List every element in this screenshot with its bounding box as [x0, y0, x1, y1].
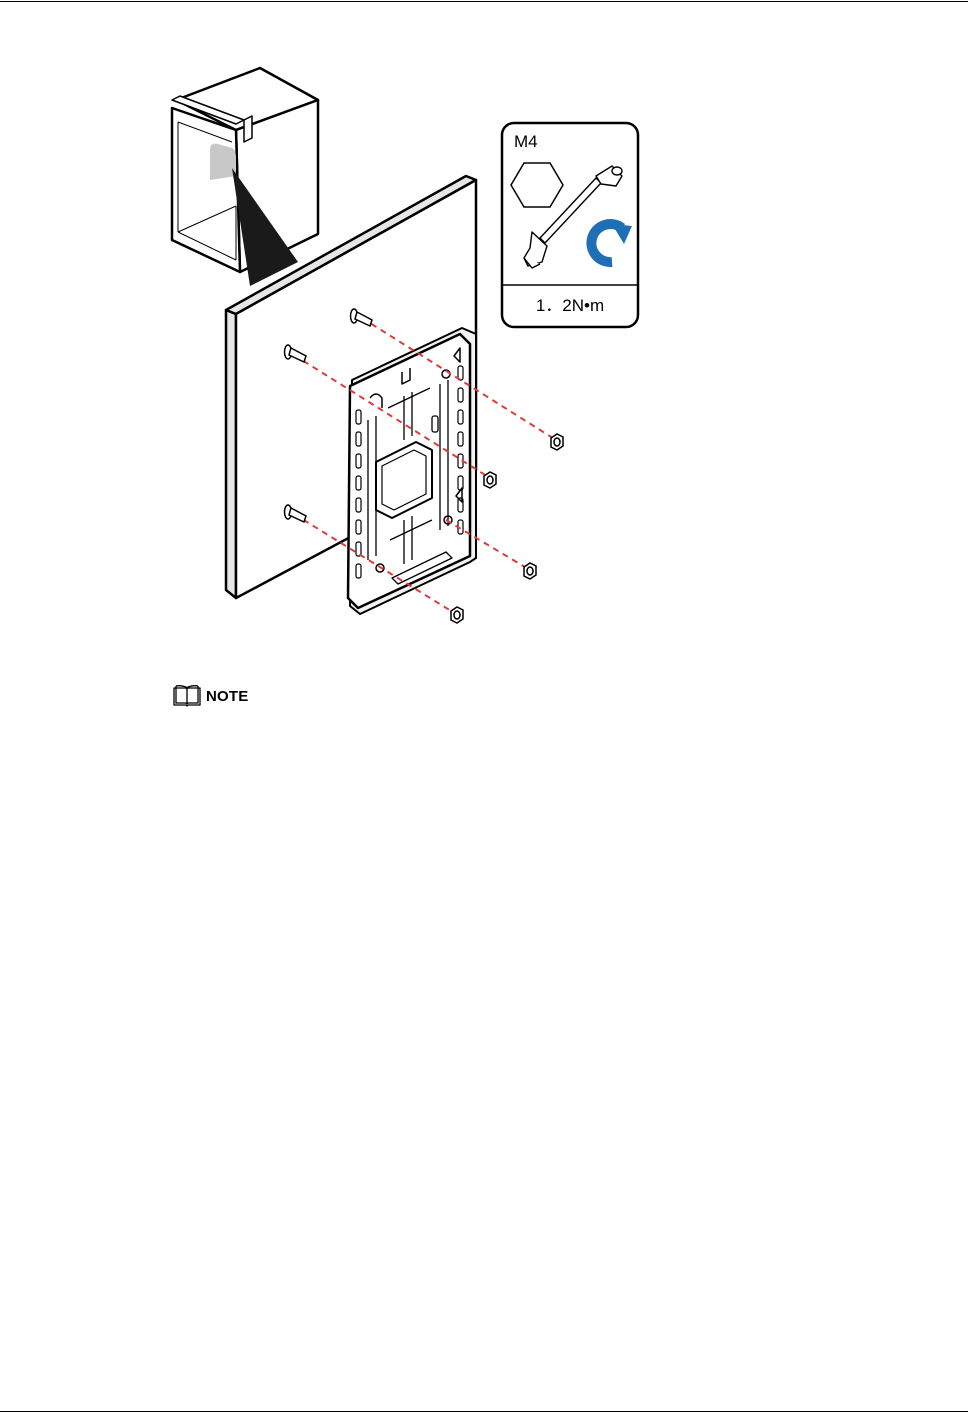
- torque-value-label: 1．2N•m: [536, 296, 604, 315]
- torque-callout: M4 1．2N•m: [502, 123, 638, 327]
- nut: [484, 472, 496, 488]
- nut: [451, 607, 463, 623]
- screw-spec-label: M4: [514, 132, 538, 151]
- highlight-spot: [210, 144, 236, 180]
- footer-rule: [0, 1411, 968, 1412]
- mounting-bracket-installation-figure: M4 1．2N•m: [0, 0, 968, 660]
- nut: [524, 563, 536, 579]
- note-heading: NOTE: [172, 684, 248, 708]
- book-icon: [172, 685, 202, 707]
- nut: [551, 434, 563, 450]
- note-label: NOTE: [206, 688, 248, 705]
